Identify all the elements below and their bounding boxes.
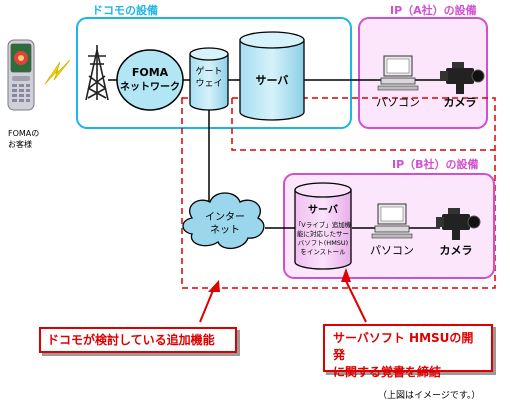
ip-a-title: IP（A社）の設備 [390,3,477,17]
ip-b-title: IP（B社）の設備 [392,157,479,171]
server-b-desc-line2: 能に対応したサー [297,229,349,238]
hmsu-agreement-callout: サーバソフト HMSUの開発 に関する覚書を締結 [323,324,493,379]
pc-b-icon [371,203,413,239]
server-b-desc-line3: バソフト(HMSU) [298,239,348,247]
main-server-cylinder [239,31,305,121]
camera-a-label: カメラ [444,96,477,109]
server-b-desc-line1: 「Vライブ」追加機 [295,220,352,229]
arrow-to-docomo-callout [199,280,220,323]
internet-cloud [182,192,265,249]
phone-caption-line1: FOMAの [8,129,39,138]
docomo-feature-callout: ドコモが検討している追加機能 [39,327,237,353]
gateway-cylinder [189,47,229,111]
hmsu-agreement-callout-line2: に関する覚書を締結 [333,365,442,379]
docomo-feature-callout-text: ドコモが検討している追加機能 [47,333,215,347]
ip-a-frame [358,17,488,129]
pc-a-label: パソコン [376,96,420,109]
arrow-to-hmsu-callout [341,268,367,323]
radio-wave-icon [44,59,71,85]
camera-b-icon [436,208,481,240]
gateway-label-line1: ゲート [195,65,222,77]
antenna-tower-icon [85,45,109,101]
mobile-phone-icon [7,39,35,111]
foma-network-label-line2: ネットワーク [120,81,180,93]
gateway-label-line2: ウェイ [195,78,222,89]
foma-network-node [116,49,184,111]
phone-caption-line2: お客様 [8,139,32,149]
server-b-cylinder [294,182,352,270]
pc-b-label: パソコン [370,244,414,257]
foma-network-label-line1: FOMA [132,66,169,79]
image-note: （上図はイメージです。） [378,391,481,401]
server-b-desc-line4: をインストール [300,248,346,256]
internet-label-line1: インター [205,211,245,223]
proposal-frame [181,97,496,289]
internet-label-line2: ネット [210,224,240,236]
server-b-label: サーバ [308,204,338,216]
docomo-facility-title: ドコモの設備 [92,3,158,17]
hmsu-agreement-callout-line1: サーバソフト HMSUの開発 [333,331,474,362]
pc-a-icon [377,55,419,91]
camera-a-icon [440,62,485,94]
camera-b-label: カメラ [440,244,473,257]
main-server-label: サーバ [256,74,289,87]
